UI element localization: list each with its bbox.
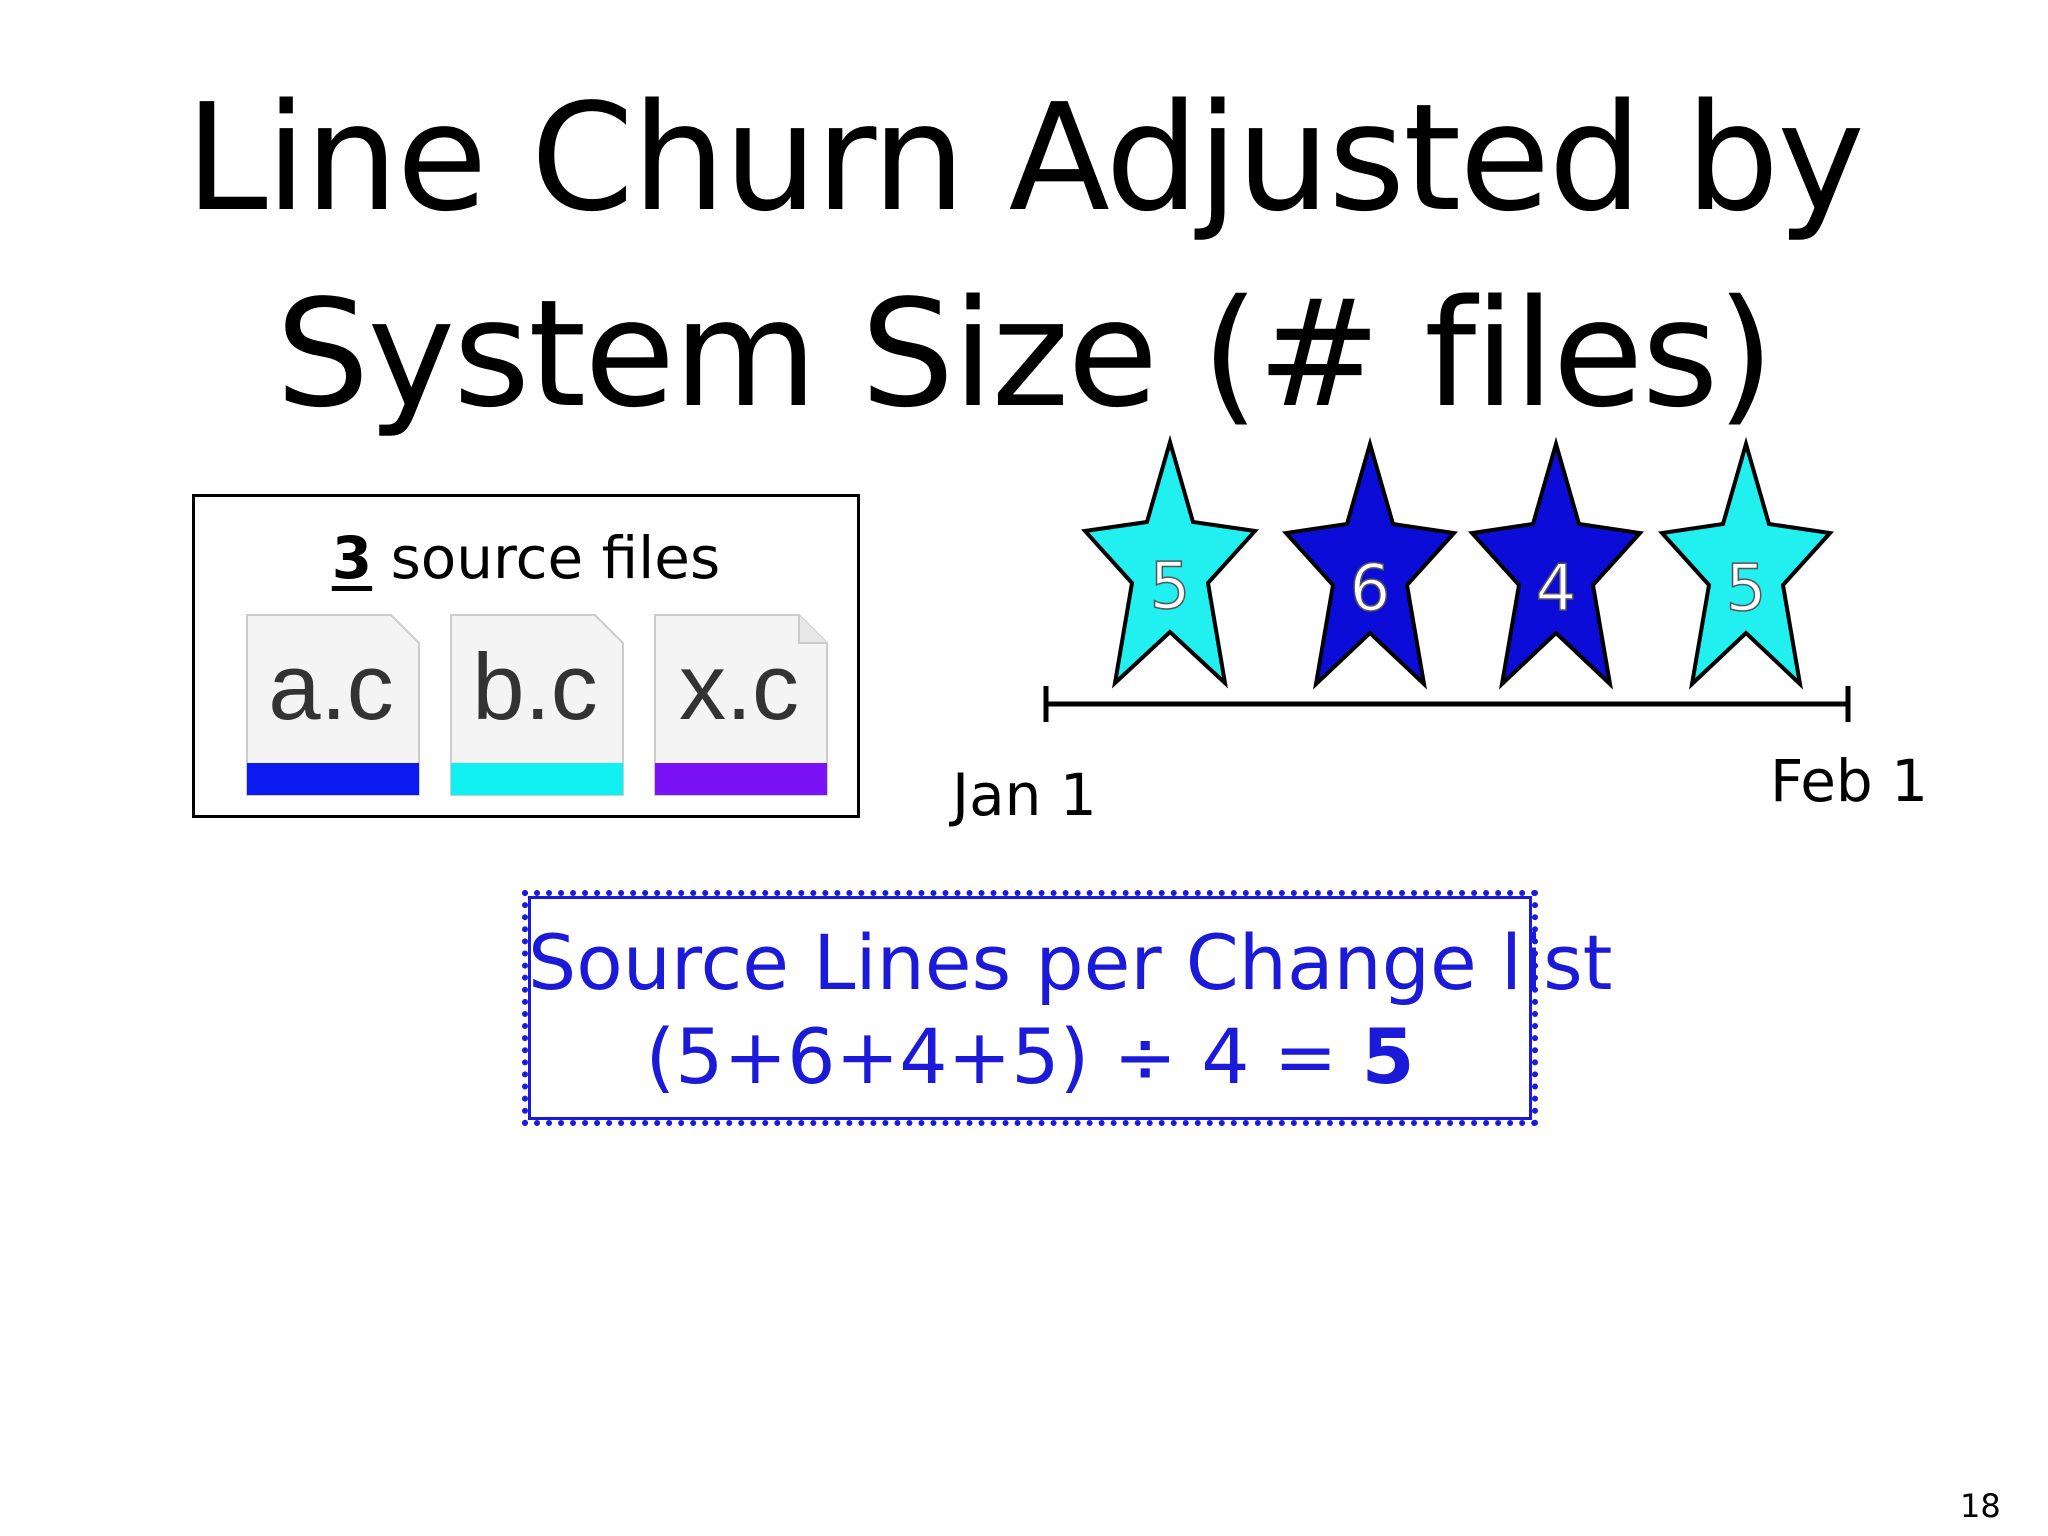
change-star-3: 4: [1468, 436, 1644, 690]
title-line-1: Line Churn Adjusted by: [185, 72, 1865, 244]
source-files-heading: 3 source files: [195, 523, 857, 593]
star-icon: [1658, 436, 1834, 690]
change-lines-value: 5: [1150, 550, 1191, 624]
file-color-bar: [451, 763, 623, 795]
file-icon-b-c: b.c: [445, 613, 625, 797]
change-star-4: 5: [1658, 436, 1834, 690]
source-files-label: source files: [390, 524, 721, 592]
star-icon: [1468, 436, 1644, 690]
change-lines-value: 4: [1536, 552, 1577, 626]
file-color-bar: [655, 763, 827, 795]
file-color-bar: [247, 763, 419, 795]
file-count: 3: [331, 524, 373, 592]
formula-expression: (5+6+4+5) ÷ 4 =: [645, 1012, 1362, 1101]
star-icon: [1081, 434, 1259, 689]
document-icon: [654, 614, 828, 796]
file-name: a.c: [268, 634, 394, 739]
source-files-box: 3 source files a.c b.c x.c: [192, 494, 860, 818]
formula-line: (5+6+4+5) ÷ 4 = 5: [528, 1014, 1532, 1100]
timeline-end-label: Feb 1: [1770, 747, 1929, 815]
document-icon: [450, 614, 624, 796]
change-star-2: 6: [1282, 436, 1458, 690]
change-star-1: 5: [1081, 434, 1259, 689]
file-icon-a-c: a.c: [241, 613, 421, 797]
timeline-start-label: Jan 1: [952, 761, 1097, 829]
document-icon: [246, 614, 420, 796]
slide-title: Line Churn Adjusted by System Size (# fi…: [0, 60, 2048, 452]
formula-title: Source Lines per Change list: [528, 918, 1613, 1007]
title-line-2: System Size (# files): [275, 268, 1775, 440]
file-name: x.c: [678, 634, 800, 739]
change-lines-value: 5: [1726, 552, 1767, 626]
star-icon: [1282, 436, 1458, 690]
page-number: 18: [1960, 1487, 2001, 1525]
file-name: b.c: [472, 634, 598, 739]
file-icon-x-c: x.c: [649, 613, 829, 797]
change-lines-value: 6: [1350, 552, 1391, 626]
formula-result: 5: [1361, 1012, 1415, 1101]
formula-box: Source Lines per Change list (5+6+4+5) ÷…: [522, 890, 1613, 1126]
